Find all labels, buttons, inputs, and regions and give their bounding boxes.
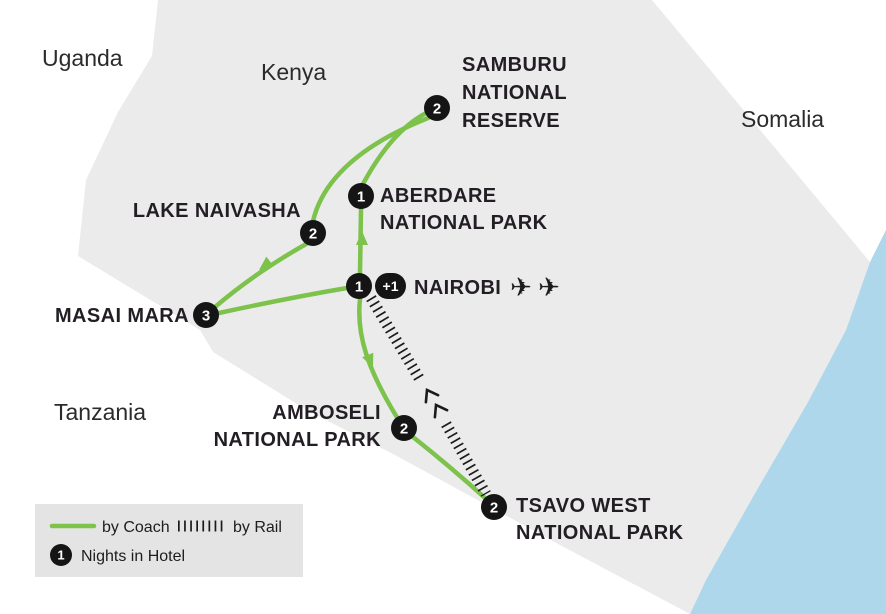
legend-nights-marker <box>50 544 72 566</box>
nights-circle <box>346 273 372 299</box>
nights-count: 2 <box>490 499 498 516</box>
marker-tsavo-west: 2 <box>481 494 507 520</box>
kenya-landmass <box>78 0 870 614</box>
label-lake-naivasha: LAKE NAIVASHA <box>133 200 301 222</box>
route-nairobi-amboseli <box>357 296 401 422</box>
route-arrow-nairobi-amboseli <box>362 352 374 368</box>
legend-coach-label: by Coach <box>102 519 170 536</box>
country-label-somalia: Somalia <box>741 106 824 132</box>
label-aberdare-line2: NATIONAL PARK <box>380 212 548 234</box>
route-naivasha-masaimara <box>212 240 311 310</box>
route-aberdare-samburu <box>360 109 431 187</box>
indian-ocean <box>690 230 886 614</box>
rail-direction-chevron-1 <box>424 388 440 404</box>
route-masaimara-nairobi <box>216 285 350 316</box>
label-samburu-line3: RESERVE <box>462 110 560 132</box>
label-nairobi: NAIROBI <box>414 277 501 299</box>
airplane-icon: ✈ <box>538 273 560 303</box>
nights-circle <box>193 302 219 328</box>
nights-circle <box>300 220 326 246</box>
label-samburu-line2: NATIONAL <box>462 82 567 104</box>
nights-circle <box>424 95 450 121</box>
label-tsavo-line1: TSAVO WEST <box>516 495 651 517</box>
airplane-icon: ✈ <box>510 273 532 303</box>
marker-masai-mara: 3 <box>193 302 219 328</box>
label-tsavo-line2: NATIONAL PARK <box>516 522 684 544</box>
legend-nights-example: 1 <box>57 548 64 563</box>
marker-nairobi: 1 +1 <box>346 273 406 299</box>
country-label-tanzania: Tanzania <box>54 399 146 425</box>
label-samburu-line1: SAMBURU <box>462 54 567 76</box>
extra-nights-count: +1 <box>383 278 399 294</box>
route-arrow-nairobi-aberdare <box>356 231 368 245</box>
marker-lake-naivasha: 2 <box>300 220 326 246</box>
legend: by Coach by Rail 1 Nights in Hotel <box>35 504 303 577</box>
legend-nights-label: Nights in Hotel <box>81 548 185 565</box>
legend-box <box>35 504 303 577</box>
nights-circle <box>391 415 417 441</box>
nights-count: 3 <box>202 307 210 324</box>
country-label-uganda: Uganda <box>42 45 123 71</box>
label-masai-mara: MASAI MARA <box>55 305 189 327</box>
nights-circle <box>348 183 374 209</box>
extra-nights-pill <box>375 273 406 299</box>
nights-count: 2 <box>309 225 317 242</box>
nights-count: 2 <box>400 420 408 437</box>
route-arrow-naivasha-masaimara <box>259 256 274 270</box>
nights-count: 1 <box>357 188 365 205</box>
route-samburu-naivasha <box>310 115 431 224</box>
label-aberdare-line1: ABERDARE <box>380 185 497 207</box>
rail-nairobi-tsavo-segment-2 <box>441 421 491 497</box>
label-amboseli-line1: AMBOSELI <box>272 402 381 424</box>
label-amboseli-line2: NATIONAL PARK <box>214 429 382 451</box>
rail-direction-chevron-2 <box>433 403 449 419</box>
marker-aberdare: 1 <box>348 183 374 209</box>
route-amboseli-tsavo <box>410 434 488 501</box>
marker-samburu: 2 <box>424 95 450 121</box>
nights-count: 1 <box>355 278 363 295</box>
nights-count: 2 <box>433 100 441 117</box>
legend-rail-label: by Rail <box>233 519 282 536</box>
nights-circle <box>481 494 507 520</box>
country-label-kenya: Kenya <box>261 59 326 85</box>
marker-amboseli: 2 <box>391 415 417 441</box>
